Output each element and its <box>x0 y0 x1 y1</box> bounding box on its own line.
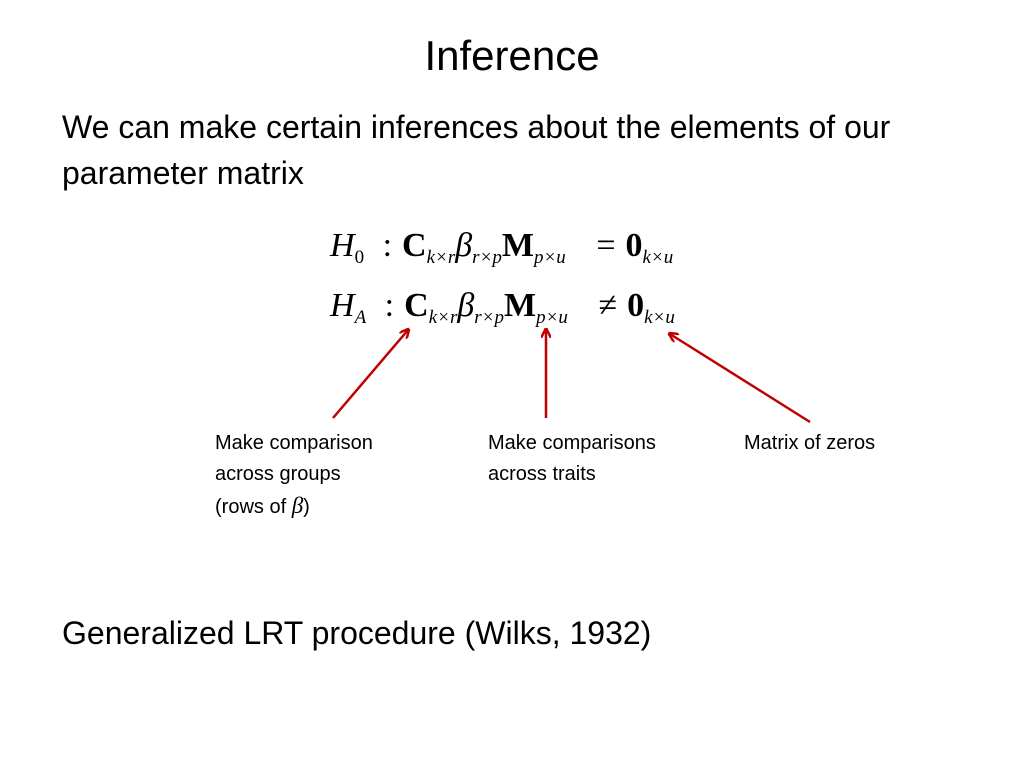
groups-annotation: Make comparison across groups (rows of β… <box>215 428 455 523</box>
h0-beta: β <box>455 227 473 264</box>
h0-symbol: H <box>330 227 355 264</box>
h0-zero-matrix: 0 <box>625 227 643 264</box>
intro-text: We can make certain inferences about the… <box>62 109 891 191</box>
ha-colon: : <box>384 287 395 324</box>
ha-c-matrix: C <box>404 287 429 324</box>
groups-annotation-line2: across groups <box>215 463 341 485</box>
zeros-annotation-line1: Matrix of zeros <box>744 432 876 454</box>
ha-zero-subscript: k×u <box>644 307 675 328</box>
ha-m-matrix: M <box>504 287 537 324</box>
h0-zero-subscript: k×u <box>642 247 674 268</box>
ha-m-subscript: p×u <box>536 307 568 328</box>
h0-subscript: 0 <box>354 247 365 268</box>
ha-c-subscript: k×r <box>428 307 458 328</box>
h0-c-matrix: C <box>402 227 427 264</box>
footer-text: Generalized LRT procedure (Wilks, 1932) <box>62 615 652 651</box>
h0-beta-subscript: r×p <box>472 247 502 268</box>
ha-beta-subscript: r×p <box>474 307 504 328</box>
slide-title: Inference <box>424 32 600 79</box>
groups-annotation-prefix: (rows of <box>215 496 292 518</box>
traits-annotation-line2: across traits <box>488 463 596 485</box>
ha-zero-matrix: 0 <box>627 287 645 324</box>
ha-beta: β <box>457 287 475 324</box>
groups-annotation-line3: (rows of β) <box>215 490 455 523</box>
ha-symbol: H <box>330 287 355 324</box>
groups-annotation-line1: Make comparison <box>215 432 373 454</box>
arrow-to-c-matrix <box>332 330 408 419</box>
alternative-hypothesis-equation: HA :Ck×rβr×pMp×u ≠0k×u <box>330 286 675 328</box>
null-hypothesis-equation: H0 :Ck×rβr×pMp×u =0k×u <box>330 226 674 268</box>
zeros-annotation: Matrix of zeros <box>744 428 944 459</box>
traits-annotation-line1: Make comparisons <box>488 432 656 454</box>
arrow-to-zero-matrix <box>670 334 811 424</box>
ha-not-equals: ≠ <box>598 287 618 324</box>
h0-m-subscript: p×u <box>533 247 566 268</box>
ha-subscript: A <box>354 307 367 328</box>
h0-equals: = <box>596 227 616 264</box>
h0-colon: : <box>382 227 393 264</box>
groups-annotation-suffix: ) <box>303 496 310 518</box>
h0-m-matrix: M <box>501 227 534 264</box>
beta-symbol: β <box>291 493 304 518</box>
h0-c-subscript: k×r <box>426 247 456 268</box>
traits-annotation: Make comparisons across traits <box>488 428 728 490</box>
